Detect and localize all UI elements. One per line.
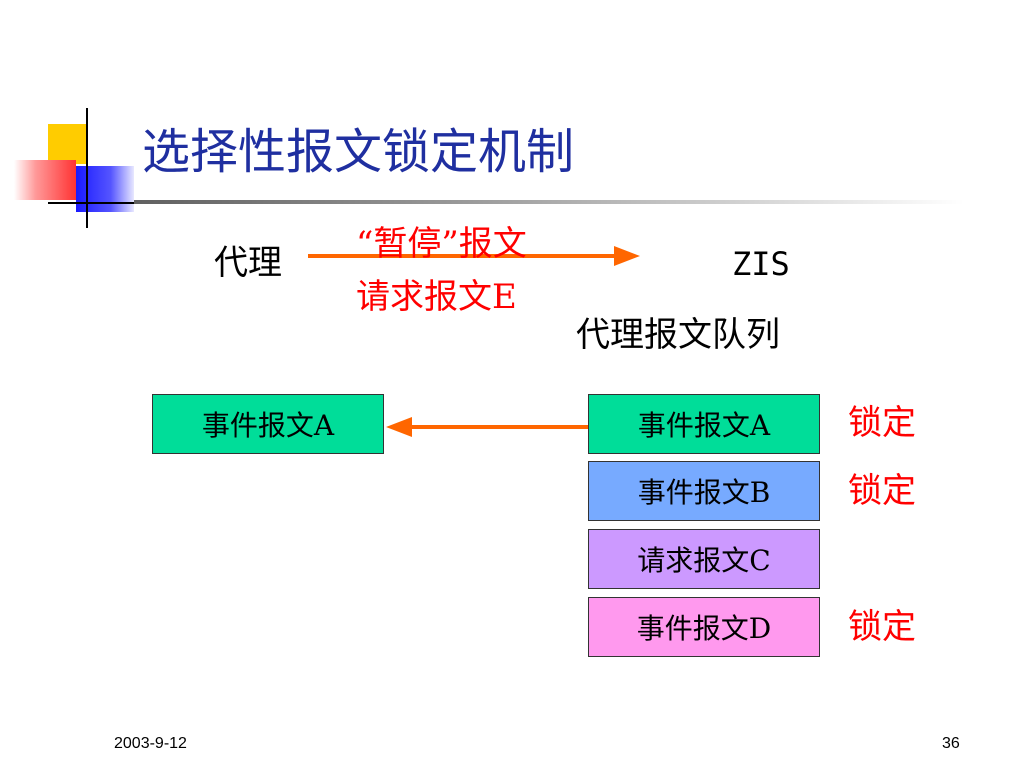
queue-title: 代理报文队列 — [576, 315, 780, 355]
title-underline — [134, 200, 964, 204]
logo-blue-square — [76, 166, 134, 212]
pause-message-line1: “暂停”报文 — [356, 224, 527, 264]
logo-yellow-square — [48, 124, 88, 164]
pause-arrow — [308, 246, 640, 266]
page-number: 36 — [942, 735, 960, 752]
slide-title: 选择性报文锁定机制 — [142, 124, 575, 180]
pause-request-message: “暂停”报文 请求报文E — [356, 218, 546, 323]
logo-horizontal-line — [48, 202, 138, 204]
pause-message-line2: 请求报文E — [356, 276, 517, 317]
logo-red-square — [14, 160, 76, 200]
lock-label-b: 锁定 — [848, 471, 916, 511]
delivery-arrow — [386, 417, 588, 437]
agent-label: 代理 — [214, 243, 282, 283]
queue-item-event-a: 事件报文A — [588, 394, 820, 454]
zis-label: ZIS — [732, 245, 790, 283]
logo-vertical-line — [86, 108, 88, 228]
lock-label-a: 锁定 — [848, 403, 916, 443]
footer-date: 2003-9-12 — [114, 735, 187, 752]
queue-item-request-c: 请求报文C — [588, 529, 820, 589]
queue-item-event-d: 事件报文D — [588, 597, 820, 657]
delivered-event-box: 事件报文A — [152, 394, 384, 454]
queue-item-event-b: 事件报文B — [588, 461, 820, 521]
lock-label-d: 锁定 — [848, 607, 916, 647]
